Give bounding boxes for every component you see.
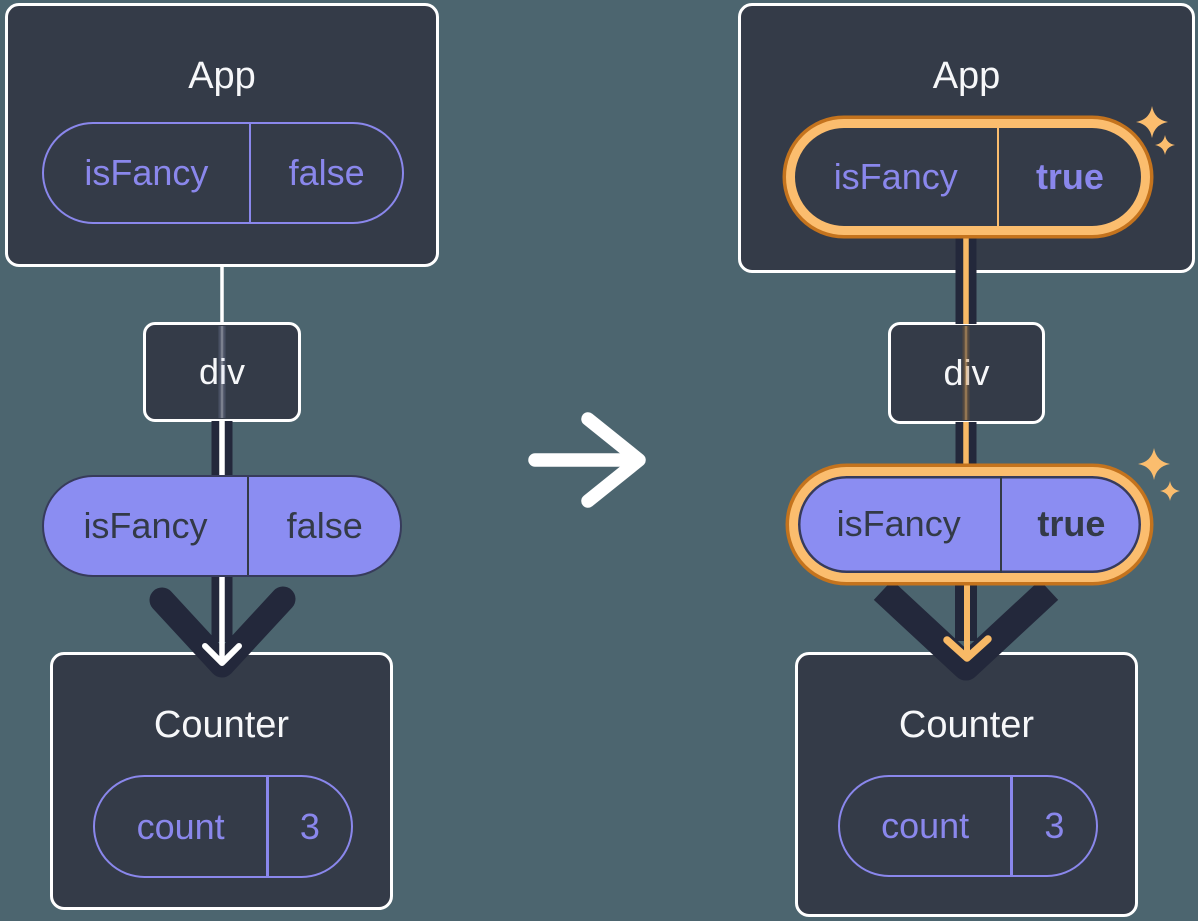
sparkle-small-icon bbox=[1160, 481, 1180, 501]
pill-divider bbox=[266, 777, 269, 876]
after-app-prop-pill-highlighted: isFancy true bbox=[785, 118, 1150, 235]
before-app-title: App bbox=[188, 55, 256, 97]
prop-name: isFancy bbox=[836, 503, 961, 544]
before-counter-state-pill: count 3 bbox=[93, 775, 353, 878]
pill-divider bbox=[996, 127, 1000, 226]
prop-value: true bbox=[1035, 155, 1104, 197]
sparkle-large-icon bbox=[1138, 448, 1170, 480]
prop-value: false bbox=[286, 505, 363, 546]
prop-value: false bbox=[288, 152, 365, 193]
pill-divider bbox=[248, 124, 252, 222]
prop-value: true bbox=[1037, 503, 1106, 544]
right-arrow-icon bbox=[528, 412, 646, 508]
state-value: 3 bbox=[1044, 805, 1065, 846]
after-div-node: div bbox=[888, 322, 1045, 424]
after-div-label: div bbox=[943, 352, 990, 393]
state-name: count bbox=[881, 805, 970, 846]
after-app-title: App bbox=[932, 55, 1001, 97]
after-passed-prop-pill-highlighted: isFancy true bbox=[788, 466, 1150, 582]
pill-divider bbox=[999, 475, 1003, 573]
state-name: count bbox=[136, 805, 225, 847]
before-passed-prop-pill: isFancy false bbox=[42, 475, 402, 577]
prop-name: isFancy bbox=[833, 155, 958, 197]
state-value: 3 bbox=[299, 805, 320, 847]
pill-divider bbox=[1010, 777, 1013, 875]
before-div-node: div bbox=[143, 322, 301, 422]
after-counter-title: Counter bbox=[898, 704, 1035, 746]
before-counter-title: Counter bbox=[153, 704, 290, 746]
before-app-prop-pill: isFancy false bbox=[42, 122, 404, 224]
after-counter-card: Counter count 3 bbox=[795, 652, 1138, 917]
prop-name: isFancy bbox=[83, 505, 208, 546]
after-counter-state-pill: count 3 bbox=[838, 775, 1098, 877]
pill-divider bbox=[246, 477, 250, 575]
before-div-label: div bbox=[198, 351, 246, 392]
prop-name: isFancy bbox=[84, 152, 209, 193]
before-counter-card: Counter count 3 bbox=[50, 652, 393, 910]
